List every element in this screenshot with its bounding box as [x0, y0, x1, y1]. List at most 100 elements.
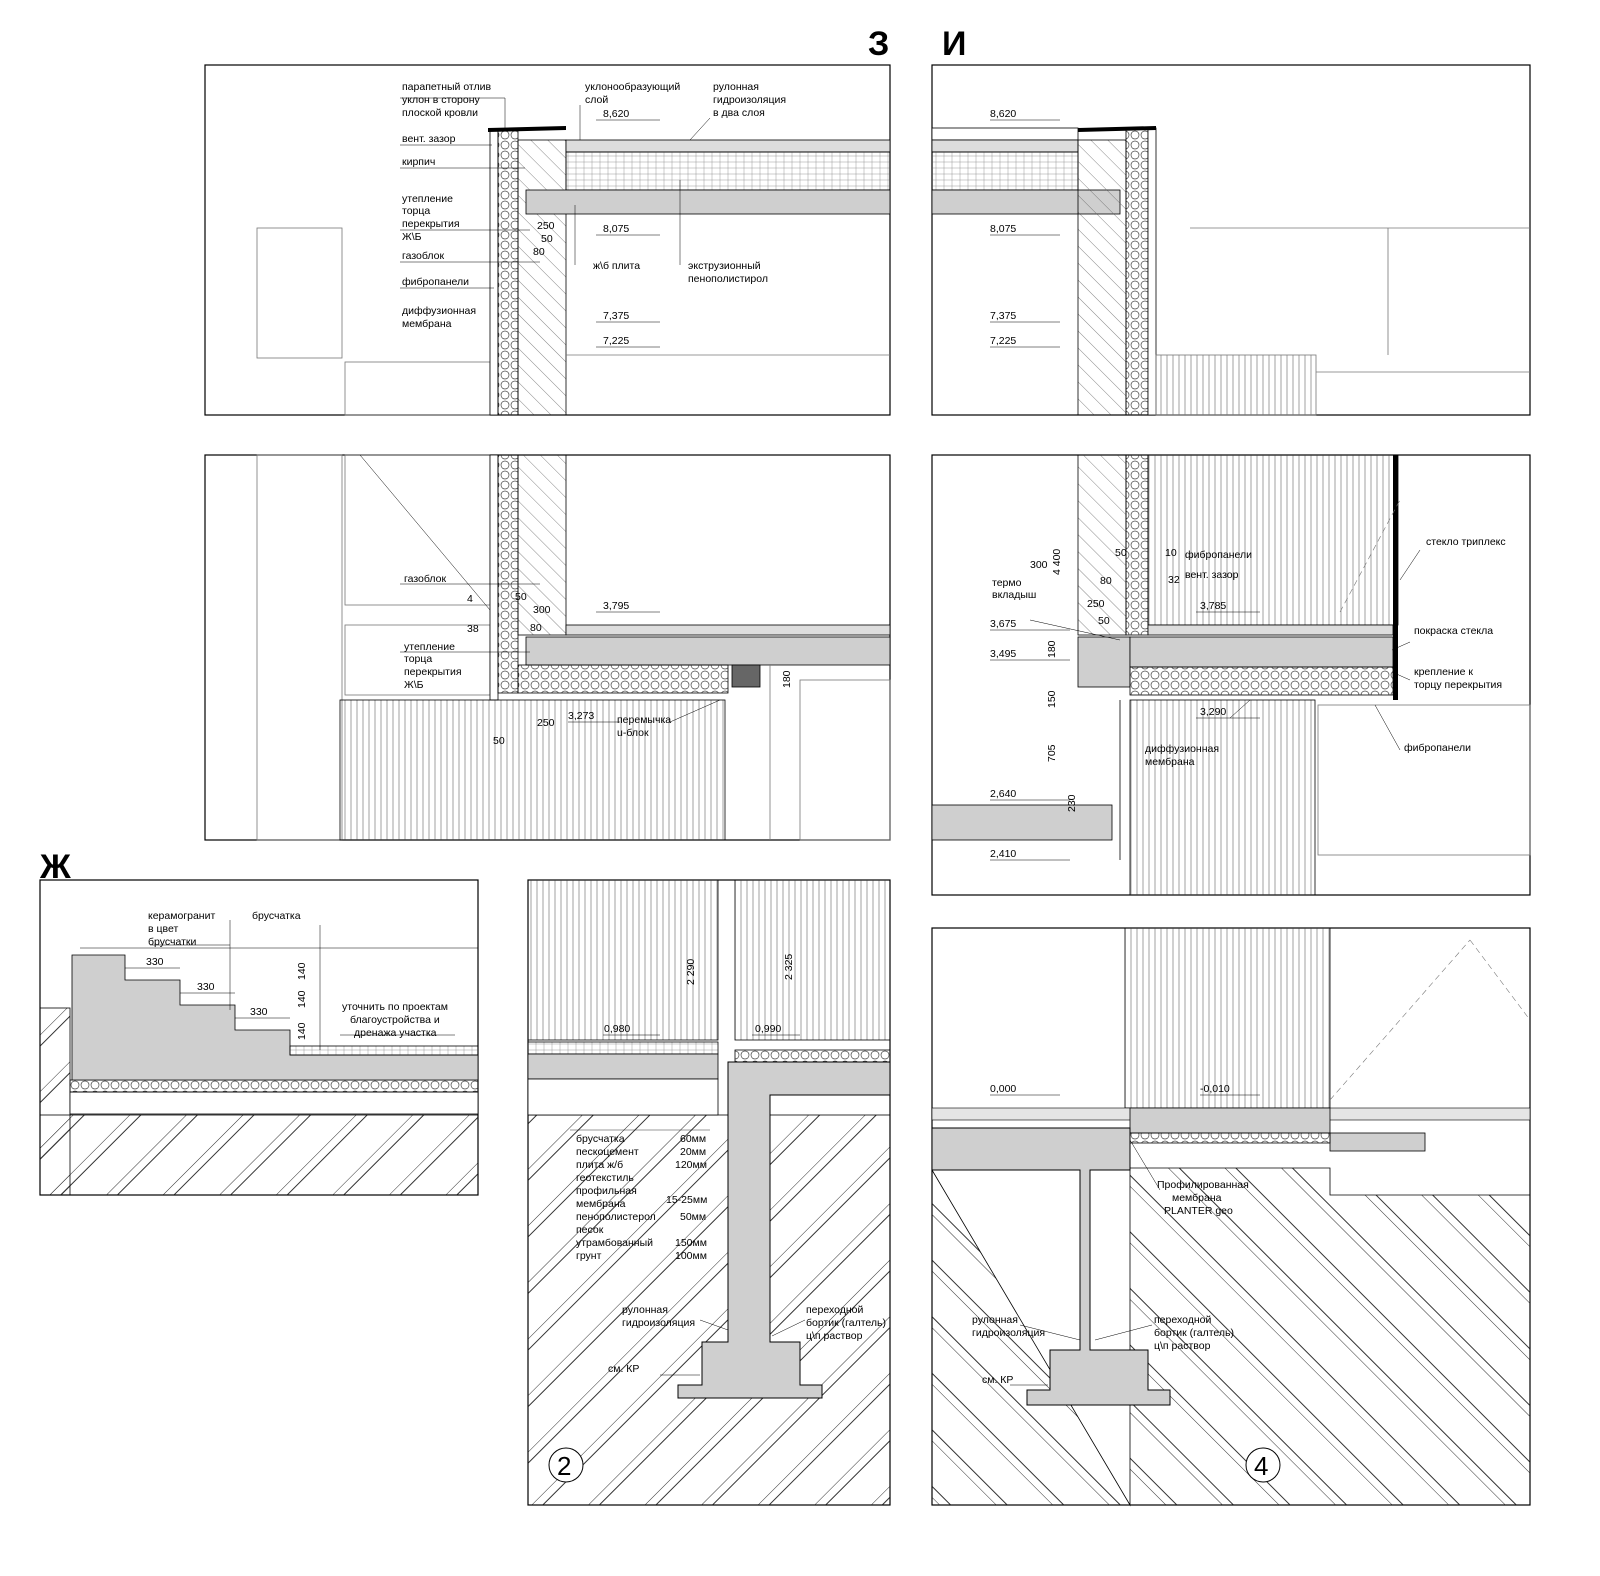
label-insulation: утепление — [402, 193, 453, 205]
dim-50: 50 — [1115, 547, 1127, 559]
detail-i-top: 8,620 8,075 7,375 7,225 — [931, 64, 1531, 416]
label-roll: рулонная — [713, 81, 759, 93]
label-thermo: термо — [992, 577, 1022, 589]
label-end: торца — [402, 205, 430, 217]
level-7375: 7,375 — [990, 310, 1016, 322]
label-color: в цвет — [148, 923, 178, 935]
label-membrane: мембрана — [402, 318, 452, 330]
dim-2325: 2 325 — [783, 954, 795, 980]
dim-300: 300 — [533, 604, 551, 616]
detail-number-circle — [548, 1447, 584, 1483]
label-porcelain: керамогранит — [148, 910, 215, 922]
label-paving: брусчатки — [148, 936, 196, 948]
layer-name: грунт — [576, 1250, 602, 1262]
detail-z-top: парапетный отлив уклон в сторону плоской… — [204, 64, 891, 416]
dim-250: 250 — [537, 717, 555, 729]
detail-number-2: 2 — [557, 1451, 571, 1481]
label-fiberpanels: фибропанели — [402, 276, 469, 288]
label-paving-2: брусчатка — [252, 910, 301, 922]
label-u-block: u-блок — [617, 727, 649, 739]
dim-140-2: 140 — [296, 990, 308, 1008]
dim-140-1: 140 — [296, 962, 308, 980]
layer-value: 20мм — [680, 1146, 706, 1158]
level-7375: 7,375 — [603, 310, 629, 322]
level-7225: 7,225 — [990, 335, 1016, 347]
label-transition: переходной — [806, 1304, 863, 1316]
layer-name: профильная — [576, 1185, 637, 1197]
layer-table: брусчатка 60мм пескоцемент 20мм плита ж/… — [576, 1133, 707, 1262]
label-fillet: бортик (галтель) — [1154, 1327, 1234, 1339]
label-fiberpanels: фибропанели — [1185, 549, 1252, 561]
level-2410: 2,410 — [990, 848, 1016, 860]
dim-705: 705 — [1046, 744, 1058, 762]
label-triplex: стекло триплекс — [1426, 536, 1506, 548]
level-3795: 3,795 — [603, 600, 629, 612]
label-landscaping: благоустройства и — [350, 1014, 440, 1026]
label-profiled: Профилированная — [1157, 1179, 1249, 1191]
label-brick: кирпич — [402, 156, 435, 168]
level-8075: 8,075 — [990, 223, 1016, 235]
layer-value: 60мм — [680, 1133, 706, 1145]
dim-250: 250 — [1087, 598, 1105, 610]
dim-330-3: 330 — [250, 1006, 268, 1018]
label-slab: перекрытия — [404, 666, 462, 678]
layer-name: пескоцемент — [576, 1146, 639, 1158]
level-0980: 0,980 — [604, 1023, 630, 1035]
layer-value: 100мм — [675, 1250, 707, 1262]
label-extruded: экструзионный — [688, 260, 761, 272]
label-membrane: мембрана — [1172, 1192, 1222, 1204]
label-see-kr: см. КР — [982, 1374, 1013, 1386]
dim-230: 230 — [1066, 794, 1078, 812]
label-slope: уклон в сторону — [402, 94, 481, 106]
dim-80: 80 — [533, 246, 545, 258]
dim-250: 250 — [537, 220, 555, 232]
label-mortar: ц\п раствор — [806, 1330, 863, 1342]
label-slab: перекрытия — [402, 218, 460, 230]
dim-38: 38 — [467, 623, 479, 635]
level-3675: 3,675 — [990, 618, 1016, 630]
dim-50: 50 — [541, 233, 553, 245]
level-8075: 8,075 — [603, 223, 629, 235]
dim-32: 32 — [1168, 574, 1180, 586]
section-label-z: З — [868, 25, 889, 63]
label-waterproof: гидроизоляция — [972, 1327, 1045, 1339]
layer-name: геотекстиль — [576, 1172, 634, 1184]
label-waterproof: гидроизоляция — [713, 94, 786, 106]
label-waterproof: гидроизоляция — [622, 1317, 695, 1329]
label-roll: рулонная — [622, 1304, 668, 1316]
label-gasblock: газоблок — [404, 573, 446, 585]
level-7225: 7,225 — [603, 335, 629, 347]
label-drainage: дренажа участка — [354, 1027, 437, 1039]
label-two-layers: в два слоя — [713, 107, 765, 119]
layer-value: 50мм — [680, 1211, 706, 1223]
label-rc: Ж\Б — [404, 679, 424, 691]
label-diffusion: диффузионная — [1145, 743, 1219, 755]
label-fixing: крепление к — [1414, 666, 1473, 678]
dim-10: 10 — [1165, 547, 1177, 559]
label-see-kr: см. КР — [608, 1363, 639, 1375]
layer-name: пенополистерол — [576, 1211, 656, 1223]
dim-180: 180 — [781, 670, 793, 688]
dim-50b: 50 — [493, 735, 505, 747]
label-rc: Ж\Б — [402, 231, 422, 243]
level-3290: 3,290 — [1200, 706, 1226, 718]
layer-name: мембрана — [576, 1198, 626, 1210]
dim-50b: 50 — [1098, 615, 1110, 627]
layer-value: 150мм — [675, 1237, 707, 1249]
label-fillet: бортик (галтель) — [806, 1317, 886, 1329]
level-3785: 3,785 — [1200, 600, 1226, 612]
dim-4: 4 — [467, 593, 473, 605]
label-fiberpanels-2: фибропанели — [1404, 742, 1471, 754]
label-gasblock: газоблок — [402, 250, 444, 262]
label-end: торца — [404, 653, 432, 665]
section-label-i: И — [942, 25, 966, 63]
layer-value: 15-25мм — [666, 1194, 707, 1206]
detail-2: 2 290 2 325 0,980 0,990 брусчатка 60мм п… — [527, 879, 891, 1506]
label-clarify: уточнить по проектам — [342, 1001, 448, 1013]
dim-180: 180 — [1046, 640, 1058, 658]
label-glass-paint: покраска стекла — [1414, 625, 1493, 637]
label-rc-slab: ж\б плита — [593, 260, 640, 272]
layer-name: брусчатка — [576, 1133, 625, 1145]
dim-80: 80 — [530, 622, 542, 634]
